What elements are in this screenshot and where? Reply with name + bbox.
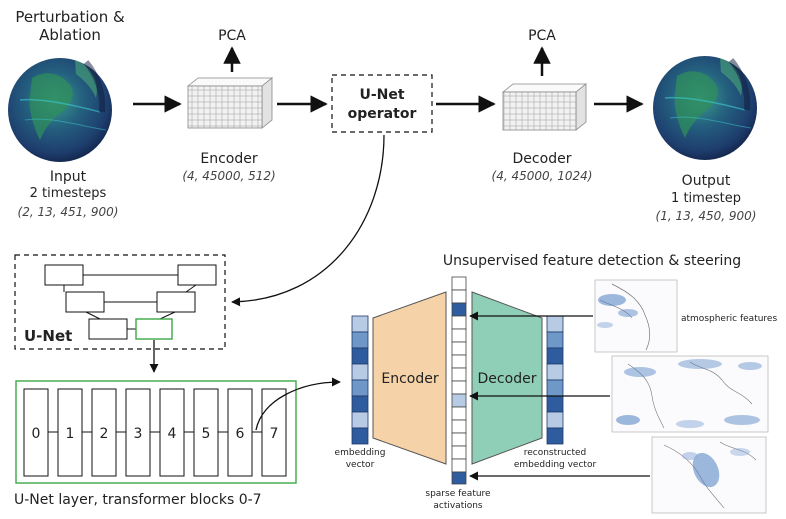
output-shape: (1, 13, 450, 900) [656,209,757,223]
output-title: Output [682,173,731,189]
block-label-7: 7 [270,426,279,442]
unet-structure [44,264,217,340]
encoder-shape: (4, 45000, 512) [182,169,275,183]
block-label-1: 1 [66,426,75,442]
embedding-label-line1: embedding [335,448,386,458]
reconstructed-label-line2: embedding vector [514,460,597,470]
encoder-block [186,77,274,129]
embedding-label-line2: vector [346,460,375,470]
atmospheric-features-label: atmospheric features [681,314,777,324]
block-label-4: 4 [168,426,177,442]
block-label-2: 2 [100,426,109,442]
unet-highlight-block [135,318,173,340]
arrow-block6-sae [255,377,341,431]
decoder-block [501,83,588,131]
input-title: Input [50,169,87,185]
unet-operator-line1: U-Net [359,87,404,103]
sae-decoder [471,291,543,465]
unet-operator-box [331,74,433,133]
output-globe [653,56,757,160]
input-subtitle: 2 timesteps [30,186,107,201]
reconstructed-vector [546,315,564,445]
block-4 [159,388,185,477]
block-label-6: 6 [236,426,245,442]
arrow-operator-unet [231,134,385,307]
map-thumbnail-1 [594,279,678,353]
block-label-3: 3 [134,426,143,442]
sae-title: Unsupervised feature detection & steerin… [443,253,741,269]
unet-operator-line2: operator [348,106,417,122]
map-thumbnail-3 [651,436,767,514]
perturbation-label-line2: Ablation [39,26,101,44]
sparse-feature-column [451,276,467,485]
encoder-title: Encoder [200,151,257,167]
input-shape: (2, 13, 451, 900) [18,205,119,219]
decoder-shape: (4, 45000, 1024) [492,169,593,183]
sae-decoder-label: Decoder [478,371,537,387]
block-2 [91,388,117,477]
input-globe [8,58,112,162]
block-label-0: 0 [32,426,41,442]
embedding-vector [351,315,369,445]
block-5 [193,388,219,477]
decoder-pca-label: PCA [528,28,556,44]
block-7 [261,388,287,477]
output-subtitle: 1 timestep [671,191,741,206]
layer-caption: U-Net layer, transformer blocks 0-7 [14,492,262,508]
sparse-label-line1: sparse feature [425,489,491,499]
transformer-blocks [23,388,287,477]
perturbation-label-line1: Perturbation & [15,8,125,26]
sae-encoder [372,291,447,465]
decoder-title: Decoder [513,151,572,167]
map-thumbnail-2 [611,355,769,433]
block-0 [23,388,49,477]
block-label-5: 5 [202,426,211,442]
sparse-label-line2: activations [433,501,483,511]
sae-encoder-label: Encoder [381,371,438,387]
reconstructed-label-line1: reconstructed [524,448,587,458]
encoder-pca-label: PCA [218,28,246,44]
unet-label: U-Net [24,327,72,345]
